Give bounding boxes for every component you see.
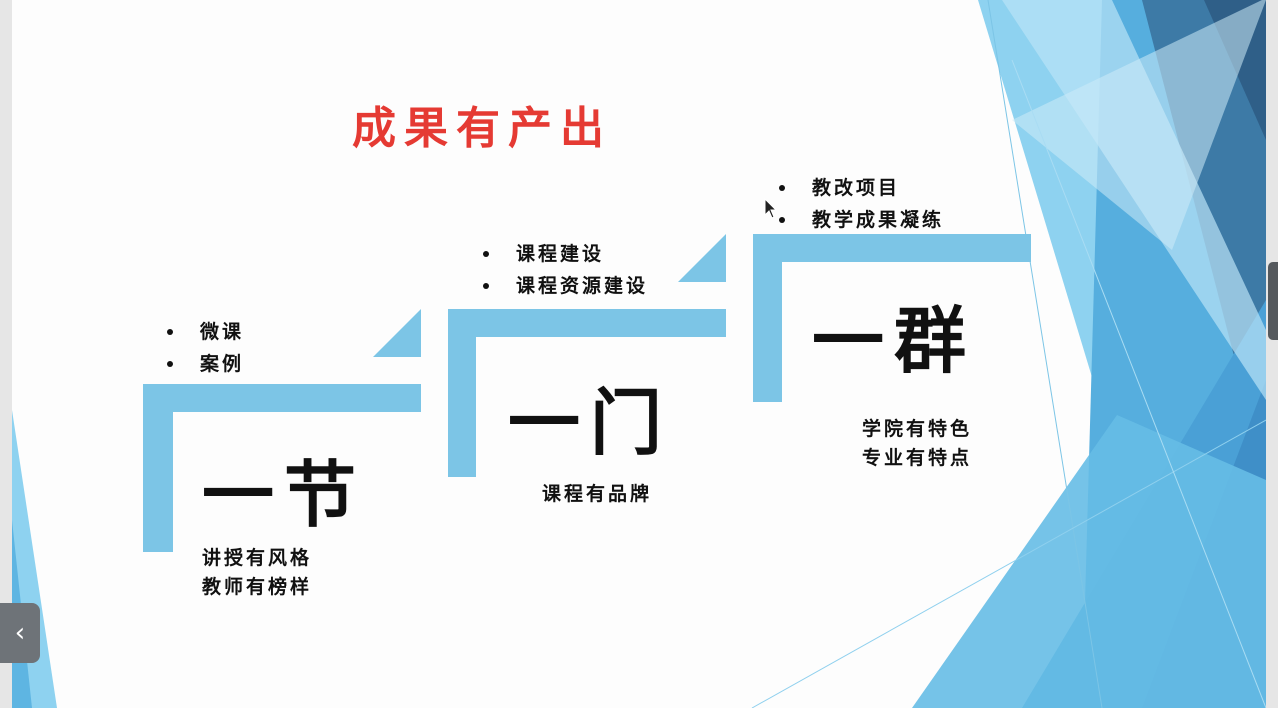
- step-shapes: [143, 234, 1031, 552]
- caption-line: 课程有品牌: [542, 483, 653, 505]
- step-2-shape: [448, 309, 726, 477]
- mouse-cursor-icon: [764, 198, 778, 219]
- caption-line: 专业有特点: [862, 447, 973, 469]
- step-3-heading: 一群: [812, 298, 977, 383]
- previous-slide-button[interactable]: ‹: [0, 603, 40, 663]
- list-item: 教学成果凝练: [778, 204, 944, 236]
- step-2-caption: 课程有品牌: [542, 480, 652, 509]
- slide: 成果有产出 微课 案例 一节 讲授有风格 教师有榜样 课程建设 课程资源建设 一…: [12, 0, 1266, 708]
- list-item: 教改项目: [778, 172, 944, 204]
- list-item: 微课: [166, 316, 244, 348]
- step-3-bullets: 教改项目 教学成果凝练: [778, 172, 944, 236]
- list-item: 课程资源建设: [482, 270, 648, 302]
- step-1-shape: [143, 384, 421, 552]
- step-1-triangle: [373, 309, 421, 357]
- step-3-caption: 学院有特色 专业有特点: [862, 415, 972, 473]
- scrollbar-handle[interactable]: [1268, 262, 1278, 340]
- caption-line: 教师有榜样: [202, 576, 313, 598]
- caption-line: 学院有特色: [862, 418, 973, 440]
- background-decoration: [12, 0, 1266, 708]
- step-2-bullets: 课程建设 课程资源建设: [482, 238, 648, 302]
- step-3-shape: [753, 234, 1031, 402]
- step-2-triangle: [678, 234, 726, 282]
- list-item: 案例: [166, 348, 244, 380]
- step-1-heading: 一节: [202, 452, 367, 537]
- chevron-left-icon: ‹: [14, 618, 26, 648]
- step-1-bullets: 微课 案例: [166, 316, 244, 380]
- step-2-heading: 一门: [508, 380, 673, 465]
- list-item: 课程建设: [482, 238, 648, 270]
- step-1-caption: 讲授有风格 教师有榜样: [202, 544, 312, 602]
- caption-line: 讲授有风格: [202, 547, 313, 569]
- slide-title: 成果有产出: [352, 103, 612, 154]
